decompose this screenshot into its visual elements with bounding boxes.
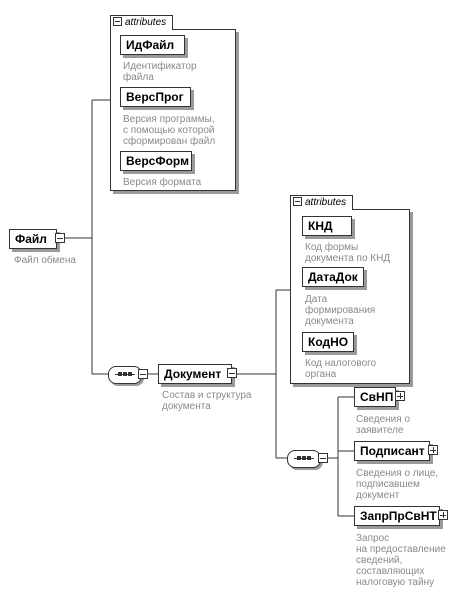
attr-desc-line: Идентификатор <box>123 61 197 72</box>
document-desc-line: Состав и структура <box>162 390 252 401</box>
attr-desc-line: с помощью которой <box>123 125 215 136</box>
child-desc-line: составляющих <box>356 566 425 577</box>
child-element-box[interactable]: ЗапрПрСвНТ <box>354 506 440 526</box>
root-attributes-tab[interactable]: attributes <box>110 15 174 30</box>
attr-label: КодНО <box>308 335 349 349</box>
sequence-compositor-icon[interactable] <box>287 450 321 468</box>
attr-desc-line: файла <box>123 72 154 83</box>
document-attributes-group: attributes <box>290 195 410 384</box>
attr-box[interactable]: ДатаДок <box>302 267 364 287</box>
child-desc-line: заявителе <box>356 425 404 436</box>
child-desc-line: подписавшем <box>356 479 420 490</box>
attr-desc-line: Код формы <box>305 242 359 253</box>
document-attributes-tab[interactable]: attributes <box>290 195 354 210</box>
document-desc-line: документа <box>162 401 211 412</box>
collapse-icon[interactable] <box>113 16 122 26</box>
child-desc-line: сведений, <box>356 555 403 566</box>
child-element-label: СвНП <box>360 390 394 404</box>
attr-desc-line: формирования <box>305 305 376 316</box>
child-desc-line: Сведения о <box>356 414 411 425</box>
attr-label: ВерсФорм <box>126 154 189 168</box>
child-desc-line: документ <box>356 490 400 501</box>
collapse-toggle-icon[interactable] <box>138 369 148 379</box>
attr-desc-line: документа <box>305 316 354 327</box>
child-element-label: ЗапрПрСвНТ <box>360 509 437 523</box>
attr-desc-line: Дата <box>305 294 328 305</box>
attr-desc-line: сформирован файл <box>123 136 216 147</box>
document-attributes-tab-label: attributes <box>305 197 347 208</box>
collapse-toggle-icon[interactable] <box>55 233 65 243</box>
document-element-box[interactable]: Документ <box>158 364 232 384</box>
attr-desc-line: Версия программы, <box>123 114 215 125</box>
expand-toggle-icon[interactable] <box>428 445 438 455</box>
attr-box[interactable]: ВерсФорм <box>120 151 192 171</box>
attr-box[interactable]: ИдФайл <box>120 35 185 55</box>
attr-label: ВерсПрог <box>126 90 184 104</box>
child-element-box[interactable]: Подписант <box>354 441 430 461</box>
sequence-compositor-icon[interactable] <box>108 366 142 384</box>
collapse-toggle-icon[interactable] <box>227 368 237 378</box>
attr-label: КНД <box>308 219 333 233</box>
attr-box[interactable]: ВерсПрог <box>120 87 191 107</box>
attr-label: ИдФайл <box>126 38 175 52</box>
child-desc-line: Сведения о лице, <box>356 468 439 479</box>
child-desc-line: Запрос <box>356 533 390 544</box>
child-desc-line: налоговую тайну <box>356 577 435 588</box>
attr-desc-line: органа <box>305 369 337 380</box>
collapse-icon[interactable] <box>293 196 302 206</box>
collapse-toggle-icon[interactable] <box>318 453 328 463</box>
root-element-box[interactable]: Файл <box>9 229 57 249</box>
attr-box[interactable]: КодНО <box>302 332 354 352</box>
attr-label: ДатаДок <box>308 270 358 284</box>
attr-box[interactable]: КНД <box>302 216 352 236</box>
attr-desc-line: Код налогового <box>305 358 377 369</box>
root-attributes-tab-label: attributes <box>125 17 167 28</box>
attr-desc-line: Версия формата <box>123 177 202 188</box>
attr-desc-line: документа по КНД <box>305 253 391 264</box>
root-element-label: Файл <box>15 232 47 246</box>
expand-toggle-icon[interactable] <box>438 510 448 520</box>
expand-toggle-icon[interactable] <box>395 391 405 401</box>
child-element-box[interactable]: СвНП <box>354 387 396 407</box>
child-element-label: Подписант <box>360 444 425 458</box>
root-element-desc: Файл обмена <box>14 255 76 266</box>
child-desc-line: на предоставление <box>356 544 446 555</box>
document-element-label: Документ <box>164 367 222 381</box>
